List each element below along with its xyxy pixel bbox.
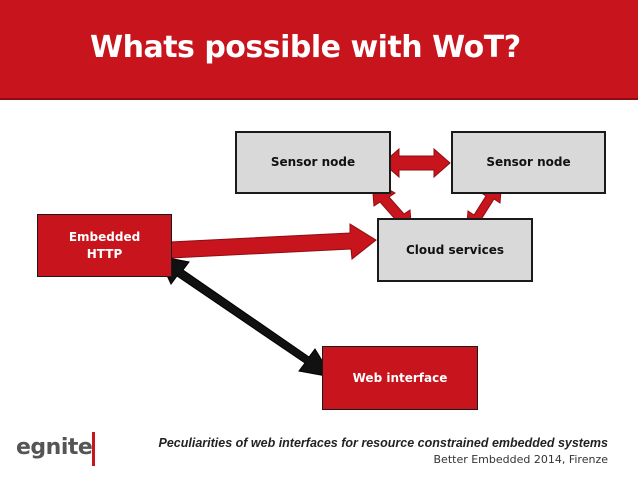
web-interface-node: Web interface (322, 346, 478, 410)
embedded-http-label: Embedded HTTP (68, 229, 141, 261)
arrow-embedded-to-cloud (153, 223, 377, 269)
title-bar: Whats possible with WoT? (0, 0, 638, 100)
logo-accent-bar (92, 432, 95, 466)
slide-title: Whats possible with WoT? (90, 30, 521, 65)
arrow-embedded-to-web (157, 255, 334, 378)
logo-text: egnite (16, 435, 93, 460)
cloud-services-label: Cloud services (405, 242, 504, 257)
footer-subtitle: Peculiarities of web interfaces for reso… (158, 436, 608, 450)
egnite-logo: egnite (16, 432, 96, 468)
cloud-services-node: Cloud services (377, 218, 533, 282)
sensor-node-1-label: Sensor node (270, 155, 356, 169)
sensor-node-2-label: Sensor node (486, 155, 571, 169)
footer-event: Better Embedded 2014, Firenze (433, 453, 609, 466)
arrow-sensor-to-sensor (382, 147, 451, 179)
embedded-http-node: Embedded HTTP (37, 214, 172, 277)
sensor-node-2: Sensor node (451, 131, 606, 194)
web-interface-label: Web interface (352, 370, 448, 385)
sensor-node-1: Sensor node (235, 131, 391, 194)
